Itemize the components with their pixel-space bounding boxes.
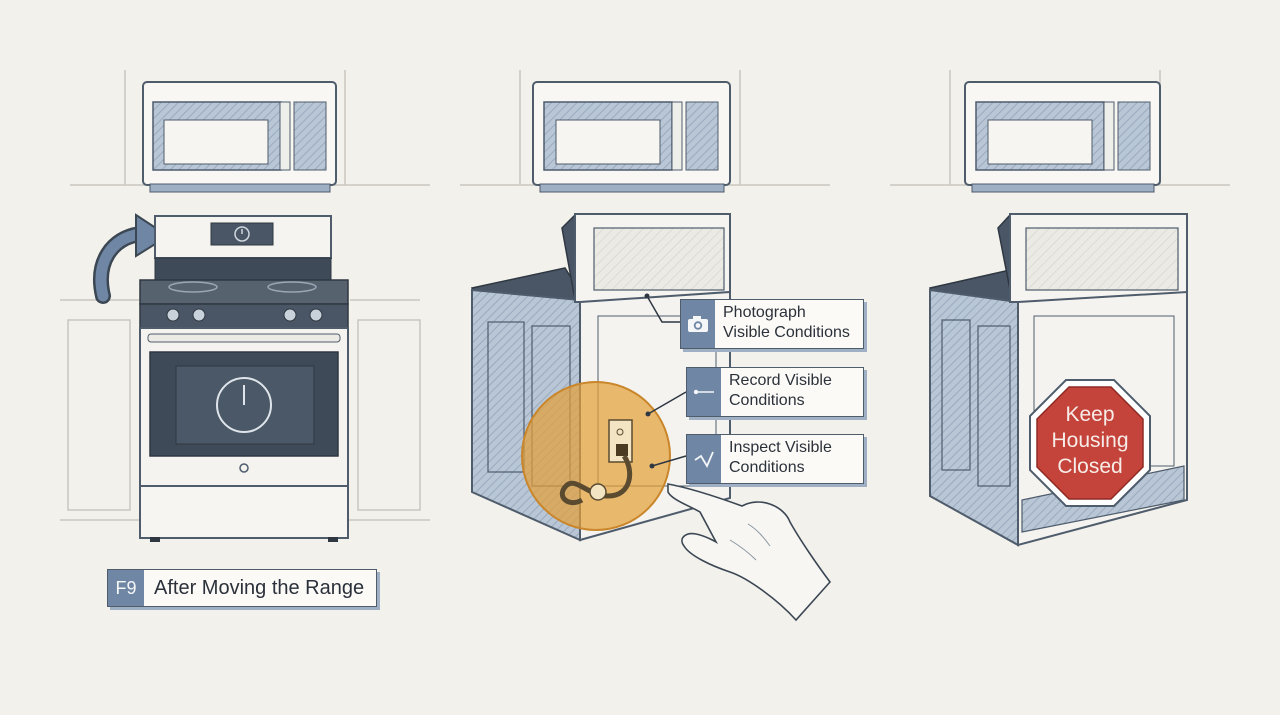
callout-photograph-line1: Photograph	[723, 304, 806, 321]
callout-inspect-line2: Conditions	[729, 459, 805, 476]
camera-icon	[681, 300, 715, 348]
figure-label: F9 After Moving the Range	[107, 569, 378, 607]
callout-inspect-line1: Inspect Visible	[729, 439, 832, 456]
callout-record-line1: Record Visible	[729, 372, 832, 389]
outlet-highlight	[521, 381, 671, 531]
stop-sign-line2: Housing	[1051, 429, 1129, 452]
microwave-2	[532, 81, 731, 193]
pointing-hand-icon	[667, 483, 832, 622]
stop-sign-text: Keep Housing Closed	[1030, 402, 1150, 480]
outlet-and-cord	[559, 419, 633, 506]
microwave-3	[964, 81, 1161, 193]
panel-1-range-front	[60, 70, 430, 542]
stop-sign-line3: Closed	[1057, 455, 1123, 478]
check-mark-icon	[687, 435, 721, 483]
callout-inspect: Inspect Visible Conditions	[686, 434, 864, 484]
panel-3-keep-closed	[890, 70, 1230, 547]
callout-photograph-line2: Visible Conditions	[723, 324, 850, 341]
pen-line-icon	[687, 368, 721, 416]
callout-record-line2: Conditions	[729, 392, 805, 409]
microwave-1	[142, 81, 337, 193]
callout-photograph: Photograph Visible Conditions	[680, 299, 864, 349]
figure-title: After Moving the Range	[154, 576, 365, 599]
range-front	[139, 215, 349, 542]
stop-sign-icon	[1029, 379, 1151, 507]
callout-record: Record Visible Conditions	[686, 367, 864, 417]
figure-number: F9	[108, 570, 144, 606]
stop-sign-line1: Keep	[1065, 403, 1115, 426]
move-arrow-icon	[93, 213, 170, 304]
